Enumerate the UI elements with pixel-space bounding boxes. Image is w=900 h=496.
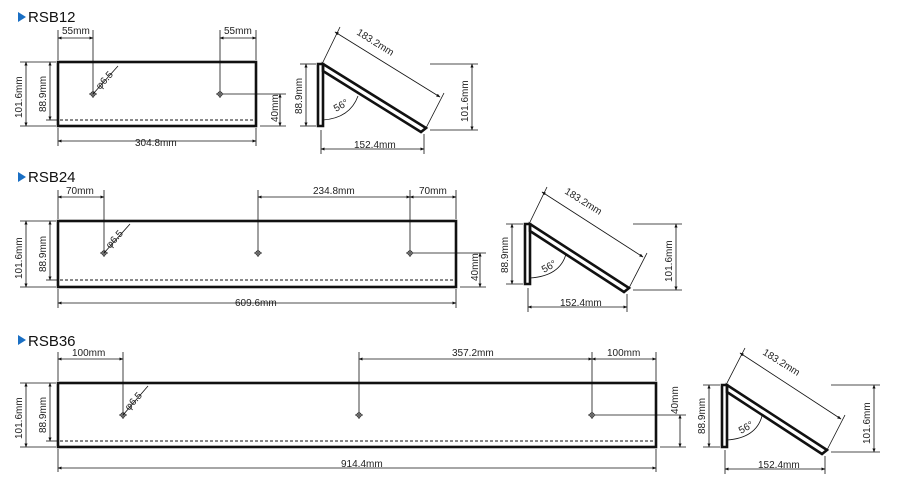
side-height-right-label: 101.6mm — [664, 240, 675, 282]
side-base-label: 152.4mm — [354, 140, 396, 151]
slant-length-label: 183.2mm — [562, 186, 603, 217]
side-height-right-label: 101.6mm — [862, 402, 873, 444]
section-title: RSB12 — [28, 9, 76, 26]
inner-height-label: 88.9mm — [38, 76, 49, 112]
side-height-left-label: 88.9mm — [294, 78, 305, 114]
center-spacing-label: 234.8mm — [313, 186, 355, 197]
center-spacing-label: 357.2mm — [452, 348, 494, 359]
section-title: RSB24 — [28, 169, 76, 186]
left-offset-label: 55mm — [62, 26, 90, 37]
section-marker-icon — [18, 172, 26, 182]
hole-height-label: 40mm — [470, 253, 481, 281]
front-view: φ6.5 70mm 234.8mm 70mm 101.6mm 88.9mm — [14, 186, 486, 309]
side-height-left-label: 88.9mm — [500, 237, 511, 273]
section-marker-icon — [18, 335, 26, 345]
hole-height-label: 40mm — [270, 94, 281, 122]
angle-label: 56° — [332, 98, 351, 115]
section-rsb36: RSB36 φ6.5 100mm 357.2mm 100mm — [14, 333, 880, 474]
angle-label: 56° — [540, 259, 559, 276]
length-label: 609.6mm — [235, 298, 277, 309]
side-height-left-label: 88.9mm — [697, 398, 708, 434]
length-label: 304.8mm — [135, 138, 177, 149]
side-view: 88.9mm 101.6mm 183.2mm 56° 152.4mm — [500, 186, 682, 312]
left-offset-label: 100mm — [72, 348, 105, 359]
outer-height-label: 101.6mm — [14, 237, 25, 279]
right-offset-label: 55mm — [224, 26, 252, 37]
right-offset-label: 70mm — [419, 186, 447, 197]
side-view: 88.9mm 101.6mm 183.2mm 56° 152.4mm — [294, 26, 478, 154]
front-view: φ6.5 55mm 55mm 101.6mm 88.9mm 40mm — [14, 26, 286, 149]
hole-height-label: 40mm — [670, 386, 681, 414]
section-rsb24: RSB24 φ6.5 70mm 234.8mm 70mm — [14, 169, 682, 312]
section-marker-icon — [18, 12, 26, 22]
section-rsb12: RSB12 φ6.5 55mm 55mm 101.6mm — [14, 9, 478, 154]
length-label: 914.4mm — [341, 459, 383, 470]
inner-height-label: 88.9mm — [38, 236, 49, 272]
slant-length-label: 183.2mm — [760, 347, 801, 378]
outer-height-label: 101.6mm — [14, 397, 25, 439]
side-base-label: 152.4mm — [758, 460, 800, 471]
angle-label: 56° — [737, 420, 756, 437]
inner-height-label: 88.9mm — [38, 397, 49, 433]
right-offset-label: 100mm — [607, 348, 640, 359]
outer-height-label: 101.6mm — [14, 76, 25, 118]
side-base-label: 152.4mm — [560, 298, 602, 309]
slant-length-label: 183.2mm — [354, 27, 395, 58]
section-title: RSB36 — [28, 333, 76, 350]
front-view: φ6.5 100mm 357.2mm 100mm 101.6mm 88.9mm — [14, 348, 686, 472]
side-height-right-label: 101.6mm — [460, 80, 471, 122]
hole-diameter-label: φ6.5 — [94, 69, 116, 92]
left-offset-label: 70mm — [66, 186, 94, 197]
side-view: 88.9mm 101.6mm 183.2mm 56° 152.4mm — [697, 347, 880, 474]
